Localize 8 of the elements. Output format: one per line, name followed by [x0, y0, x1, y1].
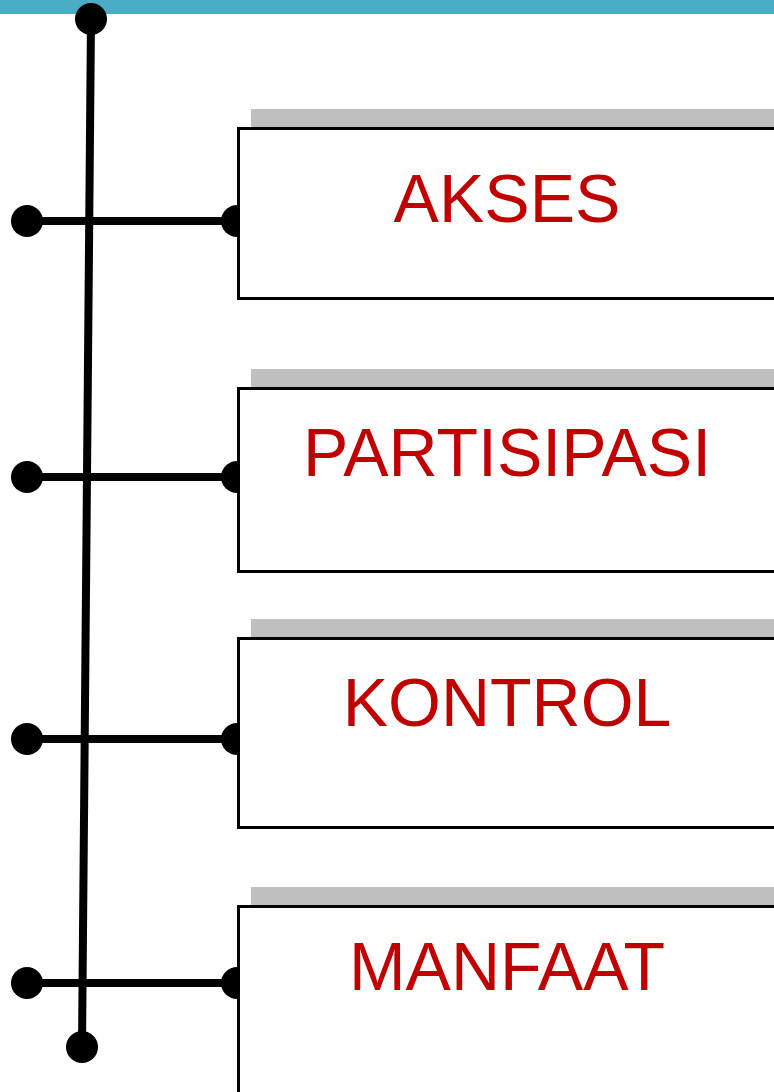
box-label: AKSES — [392, 159, 622, 238]
text-box — [237, 387, 774, 573]
box-label: PARTISIPASI — [301, 413, 713, 492]
text-box — [237, 127, 774, 300]
box-label: MANFAAT — [347, 927, 667, 1006]
text-box — [237, 637, 774, 829]
text-box — [237, 905, 774, 1092]
box-label: KONTROL — [341, 663, 673, 742]
